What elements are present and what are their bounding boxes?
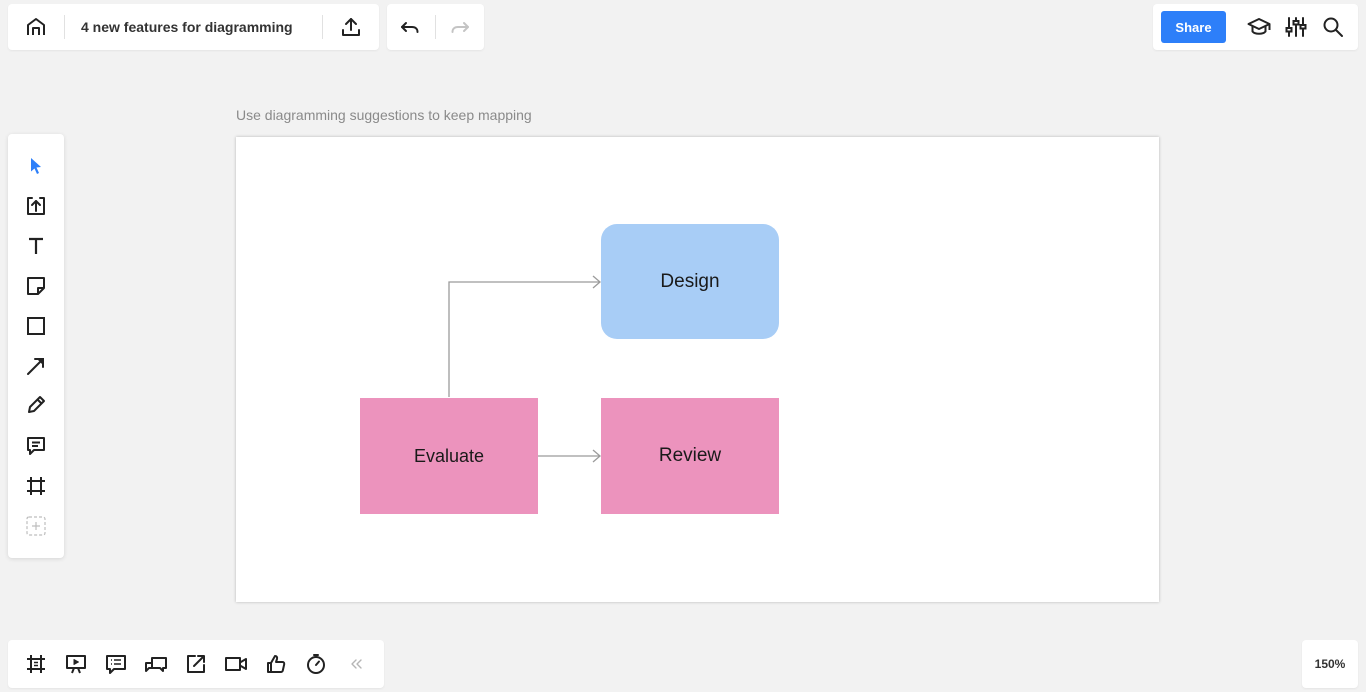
export-button[interactable] (335, 11, 367, 43)
board-title[interactable]: 4 new features for diagramming (81, 19, 293, 35)
upload-icon (27, 197, 45, 215)
comment-tool[interactable] (20, 430, 52, 462)
sticky-note-tool[interactable] (20, 270, 52, 302)
settings-button[interactable] (1280, 11, 1312, 43)
divider (435, 15, 436, 39)
frames-icon (27, 655, 45, 673)
redo-button[interactable] (444, 11, 476, 43)
frame-title[interactable]: Use diagramming suggestions to keep mapp… (236, 107, 532, 123)
home-icon (27, 18, 45, 35)
share-screen-button[interactable] (180, 648, 212, 680)
collapse-toolbar-button[interactable] (340, 648, 372, 680)
frame-icon (27, 477, 45, 495)
chat-button[interactable] (140, 648, 172, 680)
text-tool[interactable] (20, 230, 52, 262)
shape-tool[interactable] (20, 310, 52, 342)
node-evaluate[interactable]: Evaluate (360, 398, 538, 514)
zoom-level[interactable]: 150% (1314, 657, 1346, 671)
redo-icon (451, 22, 469, 33)
card-list-button[interactable] (100, 648, 132, 680)
text-icon (29, 237, 43, 254)
timer-icon (307, 654, 325, 674)
frame-tool[interactable] (20, 470, 52, 502)
presentation-icon (66, 655, 86, 674)
sticky-note-icon (27, 277, 45, 295)
creation-toolbar (8, 134, 64, 558)
learning-center-icon (1247, 18, 1271, 35)
zoom-control[interactable]: 150% (1302, 640, 1358, 688)
share-button[interactable]: Share (1161, 11, 1226, 43)
history-controls (387, 4, 484, 50)
video-call-icon (225, 657, 247, 671)
card-list-icon (106, 655, 126, 674)
video-call-button[interactable] (220, 648, 252, 680)
select-tool[interactable] (20, 150, 52, 182)
divider (322, 15, 323, 39)
more-tools-button[interactable] (20, 510, 52, 542)
connection-line-icon (27, 358, 44, 375)
connection-line-tool[interactable] (20, 350, 52, 382)
frames-button[interactable] (20, 648, 52, 680)
undo-icon (401, 22, 419, 33)
voting-icon (267, 655, 286, 673)
search-icon (1323, 17, 1343, 37)
collapse-icon (351, 659, 362, 669)
settings-icon (1285, 17, 1307, 37)
collaboration-toolbar (8, 640, 384, 688)
undo-button[interactable] (394, 11, 426, 43)
pen-tool[interactable] (20, 389, 52, 421)
select-icon (31, 158, 41, 174)
frame[interactable]: Design Evaluate Review (236, 137, 1159, 602)
node-label: Design (660, 270, 720, 292)
pen-icon (28, 396, 45, 413)
share-screen-icon (187, 655, 205, 673)
shape-icon (27, 317, 45, 335)
node-label: Evaluate (413, 445, 485, 466)
connector-evaluate-design (448, 281, 600, 397)
home-button[interactable] (20, 11, 52, 43)
divider (64, 15, 65, 39)
voting-button[interactable] (260, 648, 292, 680)
connectors (448, 275, 601, 463)
top-right-controls: Share (1153, 4, 1358, 50)
comment-icon (27, 437, 45, 455)
export-icon (342, 18, 360, 36)
board-header: 4 new features for diagramming (8, 4, 379, 50)
upload-tool[interactable] (20, 190, 52, 222)
node-review[interactable]: Review (601, 398, 779, 514)
node-design[interactable]: Design (601, 224, 779, 339)
learning-center-button[interactable] (1243, 11, 1275, 43)
search-button[interactable] (1317, 11, 1349, 43)
timer-button[interactable] (300, 648, 332, 680)
more-tools-icon (26, 516, 46, 536)
node-label: Review (658, 445, 722, 466)
chat-icon (145, 657, 167, 672)
presentation-button[interactable] (60, 648, 92, 680)
